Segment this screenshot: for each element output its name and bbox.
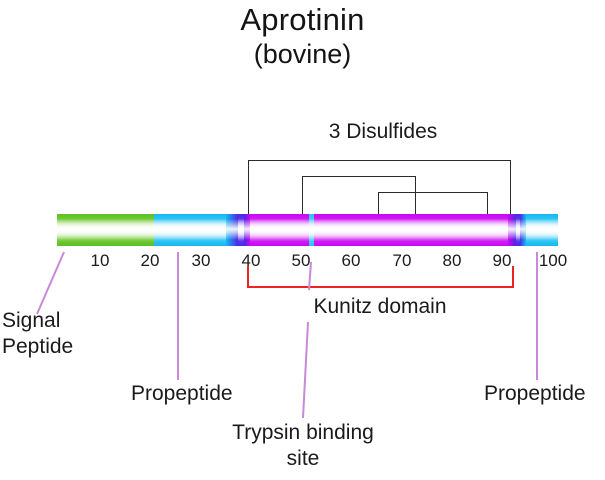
site-trypsin-binding [309, 214, 314, 246]
page-subtitle: (bovine) [253, 39, 352, 69]
axis-tick-100: 100 [538, 251, 568, 270]
region-junction-left-blend [226, 214, 238, 246]
leader-trypsin-lower [302, 321, 309, 419]
axis-tick-60: 60 [341, 251, 361, 270]
label-signal-peptide: Signal Peptide [2, 309, 74, 358]
axis-tick-30: 30 [191, 251, 211, 270]
label-kunitz-domain: Kunitz domain [313, 295, 447, 318]
region-propeptide-left [154, 214, 226, 246]
region-signal-peptide [57, 214, 154, 246]
axis-tick-10: 10 [90, 251, 110, 270]
axis-tick-20: 20 [140, 251, 160, 270]
leader-propeptide-left [177, 252, 179, 380]
label-propeptide-left: Propeptide [131, 382, 233, 405]
label-trypsin-binding-site: Trypsin binding site [232, 421, 374, 470]
protein-bar [57, 214, 558, 246]
leader-propeptide-right [536, 252, 538, 380]
disulfides-caption: 3 Disulfides [328, 120, 438, 143]
region-junction-right-blend [508, 214, 516, 246]
axis-tick-70: 70 [392, 251, 412, 270]
region-propeptide-right [526, 214, 558, 246]
label-propeptide-right: Propeptide [484, 382, 586, 405]
axis-tick-40: 40 [241, 251, 261, 270]
page-title: Aprotinin [240, 2, 365, 37]
axis-tick-90: 90 [492, 251, 512, 270]
axis-tick-80: 80 [442, 251, 462, 270]
leader-signal-peptide [36, 251, 65, 315]
axis-tick-50: 50 [291, 251, 311, 270]
region-kunitz-domain [250, 214, 508, 246]
